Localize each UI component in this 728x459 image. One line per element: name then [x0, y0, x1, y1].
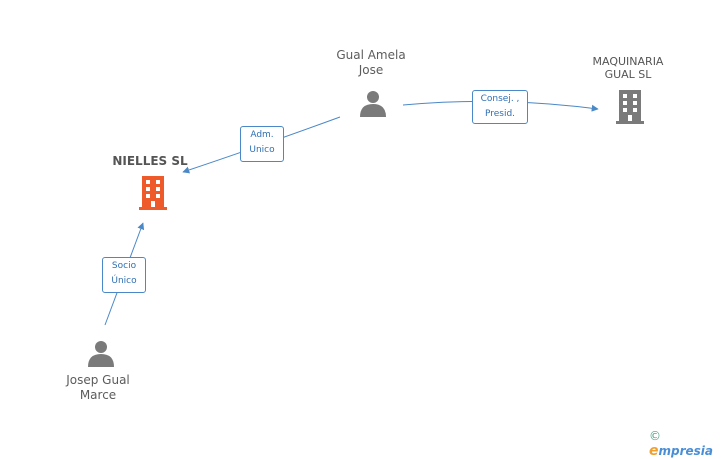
relation-socio-unico: Socio Único: [102, 257, 146, 293]
person-label-gual-amela[interactable]: Gual Amela Jose: [336, 48, 406, 77]
person-label-josep-gual[interactable]: Josep Gual Marce: [66, 373, 130, 402]
brand-e: e: [649, 443, 659, 459]
person-icon[interactable]: [88, 341, 114, 367]
building-icon-main[interactable]: [139, 176, 167, 210]
company-label-nielles[interactable]: NIELLES SL: [112, 154, 188, 168]
building-icon[interactable]: [616, 90, 644, 124]
copyright-icon: ©: [649, 429, 661, 443]
relation-consej-presid: Consej. , Presid.: [472, 90, 528, 124]
company-label-maquinaria[interactable]: MAQUINARIA GUAL SL: [592, 55, 664, 81]
person-icon[interactable]: [360, 91, 386, 117]
brand-name: mpresia: [658, 444, 714, 458]
empresia-watermark: © empresia: [649, 429, 728, 459]
relation-adm-unico: Adm. Unico: [240, 126, 284, 162]
